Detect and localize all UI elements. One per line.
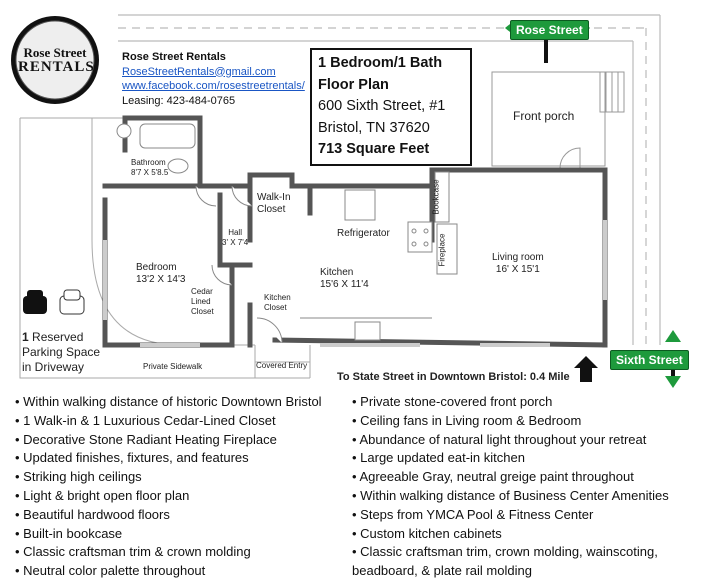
fireplace-label: Fireplace xyxy=(437,233,447,267)
address-line1: 600 Sixth Street, #1 xyxy=(318,98,446,114)
feature-item: • Built-in bookcase xyxy=(15,525,123,541)
refrigerator-label: Refrigerator xyxy=(337,228,390,239)
sixth-street-sign: Sixth Street xyxy=(610,350,689,370)
front-porch-label: Front porch xyxy=(513,109,575,123)
features-left: • Within walking distance of historic Do… xyxy=(15,393,322,581)
plan-label: Floor Plan xyxy=(318,76,389,93)
sixth-street-sign-post xyxy=(665,330,681,388)
feature-item: • Agreeable Gray, neutral greige paint t… xyxy=(352,469,634,485)
feature-item: beadboard, & plate rail molding xyxy=(352,563,532,579)
feature-item: • 1 Walk-in & 1 Luxurious Cedar-Lined Cl… xyxy=(15,412,276,428)
front-porch xyxy=(491,71,625,169)
car-icons xyxy=(23,289,85,315)
feature-item: • Large updated eat-in kitchen xyxy=(352,450,525,466)
bookcase-label: Bookcase xyxy=(431,179,441,215)
feature-item: • Updated finishes, fixtures, and featur… xyxy=(15,450,249,466)
contact-info: Rose Street Rentals RoseStreetRentals@gm… xyxy=(122,50,305,108)
company-name: Rose Street Rentals xyxy=(122,51,226,63)
walls xyxy=(102,115,608,348)
rose-street-sign: Rose Street xyxy=(510,20,589,40)
feature-item: • Neutral color palette throughout xyxy=(15,563,206,579)
title-box: 1 Bedroom/1 Bath Floor Plan 600 Sixth St… xyxy=(310,48,472,166)
square-feet: 713 Square Feet xyxy=(318,141,430,157)
feature-item: • Striking high ceilings xyxy=(15,469,142,485)
parking-label: 1 Reserved Parking Space in Driveway xyxy=(22,330,101,374)
covered-entry-label: Covered Entry xyxy=(256,361,308,370)
up-arrow-icon xyxy=(574,356,598,382)
unit-type: 1 Bedroom/1 Bath xyxy=(318,55,443,71)
feature-item: • Classic craftsman trim, crown molding,… xyxy=(352,544,658,560)
feature-item: • Beautiful hardwood floors xyxy=(15,506,170,522)
distance-label: To State Street in Downtown Bristol: 0.4… xyxy=(337,371,570,383)
feature-item: • Private stone-covered front porch xyxy=(352,394,553,409)
leasing-phone: Leasing: 423-484-0765 xyxy=(122,94,236,107)
feature-item: • Decorative Stone Radiant Heating Firep… xyxy=(15,431,277,447)
sixth-street-road xyxy=(632,15,661,345)
feature-item: • Within walking distance of Business Ce… xyxy=(352,487,669,503)
facebook-link[interactable]: www.facebook.com/rosestreetrentals/ xyxy=(122,80,305,92)
feature-item: • Custom kitchen cabinets xyxy=(352,525,502,541)
feature-item: • Within walking distance of historic Do… xyxy=(15,394,322,409)
private-sidewalk-label: Private Sidewalk xyxy=(143,362,203,371)
feature-item: • Light & bright open floor plan xyxy=(15,487,190,503)
feature-item: • Abundance of natural light throughout … xyxy=(352,431,647,447)
features-right: • Private stone-covered front porch • Ce… xyxy=(352,393,669,581)
logo-text: Rose Street RENTALS xyxy=(18,45,95,75)
address-line2: Bristol, TN 37620 xyxy=(318,119,430,136)
feature-item: • Steps from YMCA Pool & Fitness Center xyxy=(352,506,594,522)
feature-item: • Ceiling fans in Living room & Bedroom xyxy=(352,412,582,428)
rose-street-rentals-logo xyxy=(11,16,99,104)
feature-item: • Classic craftsman trim & crown molding xyxy=(15,544,251,560)
email-link[interactable]: RoseStreetRentals@gmail.com xyxy=(122,65,276,78)
